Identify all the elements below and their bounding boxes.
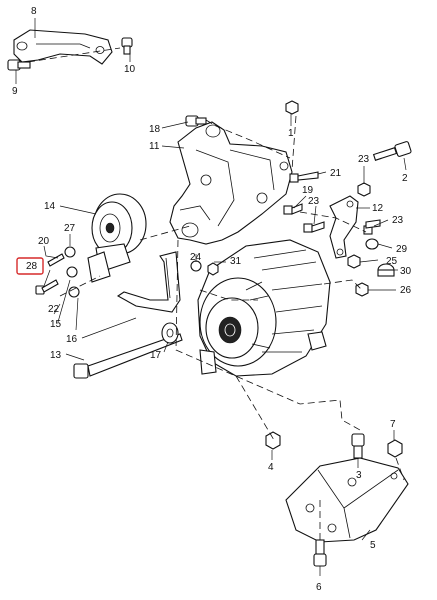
callout-28: 27 <box>64 223 76 234</box>
callout-30: 29 <box>396 244 408 255</box>
callout-27: 26 <box>400 285 412 296</box>
bracket-part-5[interactable] <box>285 457 409 543</box>
callout-4: 4 <box>268 462 274 473</box>
callout-15: 15 <box>50 319 62 330</box>
callout-17: 17 <box>150 350 162 361</box>
callout-16: 16 <box>66 334 78 345</box>
bolt-part-10[interactable] <box>121 37 133 55</box>
leader-lines <box>15 18 407 576</box>
bolt-part-23-left[interactable] <box>303 221 325 233</box>
callout-25: 24 <box>190 252 202 263</box>
washer-part-22[interactable] <box>68 286 80 298</box>
callout-26: 25 <box>386 256 398 267</box>
highlight-box-part-29 <box>16 257 44 275</box>
alternator[interactable] <box>197 239 331 377</box>
bracket-part-8[interactable] <box>13 29 113 65</box>
bolt-part-2[interactable] <box>372 141 412 161</box>
nut-part-27[interactable] <box>355 282 369 297</box>
mounting-bracket-part-11[interactable] <box>169 121 293 245</box>
callout-6: 6 <box>316 582 322 593</box>
bolt-part-6[interactable] <box>313 539 327 567</box>
pulley-part-14[interactable] <box>87 193 147 283</box>
callout-22: 22 <box>48 304 60 315</box>
callout-24: 23 <box>358 154 370 165</box>
callout-23-right: 23 <box>392 215 404 226</box>
callout-14: 14 <box>44 201 56 212</box>
callout-labels: 8 9 10 1 2 18 11 21 23 19 23 12 23 29 25… <box>12 6 412 593</box>
bolt-part-20[interactable] <box>47 253 65 267</box>
callout-12: 12 <box>372 203 384 214</box>
washer-part-15[interactable] <box>66 266 78 278</box>
callout-2: 2 <box>402 173 408 184</box>
nut-part-1[interactable] <box>285 100 299 115</box>
bracket-part-12[interactable] <box>329 195 359 259</box>
callout-21: 21 <box>330 168 342 179</box>
callout-11: 11 <box>149 141 160 152</box>
callout-9: 9 <box>12 86 18 97</box>
nut-part-24[interactable] <box>357 182 371 197</box>
callout-32: 31 <box>230 256 242 267</box>
callout-23-left: 23 <box>308 196 320 207</box>
callout-31: 30 <box>400 266 412 277</box>
callout-18: 18 <box>149 124 161 135</box>
spacer-part-30[interactable] <box>365 238 379 250</box>
callout-19: 19 <box>302 185 314 196</box>
callout-10: 10 <box>124 64 136 75</box>
callout-20: 20 <box>38 236 50 247</box>
callout-1: 1 <box>288 128 294 139</box>
bolt-part-21[interactable] <box>289 171 319 183</box>
callout-7: 7 <box>390 419 396 430</box>
assembly-lines <box>27 47 405 540</box>
callout-8: 8 <box>31 6 37 17</box>
bolt-part-19[interactable] <box>283 203 303 215</box>
callout-13: 13 <box>50 350 62 361</box>
callout-5: 5 <box>370 540 376 551</box>
bolt-part-3[interactable] <box>351 433 365 459</box>
bolt-part-9[interactable] <box>7 59 31 71</box>
callout-3: 3 <box>356 470 362 481</box>
long-bolt-part-13[interactable] <box>73 333 183 379</box>
washer-part-17[interactable] <box>161 322 179 344</box>
belt-part-16[interactable] <box>116 251 181 313</box>
callout-29: 28 <box>26 261 38 272</box>
nut-part-7[interactable] <box>387 439 403 458</box>
cap-part-31[interactable] <box>377 263 395 277</box>
bolt-part-23-right[interactable] <box>363 219 381 235</box>
nut-part-4[interactable] <box>265 431 281 450</box>
bolt-part-18[interactable] <box>185 115 207 127</box>
bolt-part-29[interactable] <box>35 279 59 295</box>
washer-part-28[interactable] <box>64 246 76 258</box>
nut-part-26[interactable] <box>347 254 361 269</box>
nut-part-32[interactable] <box>207 262 219 276</box>
